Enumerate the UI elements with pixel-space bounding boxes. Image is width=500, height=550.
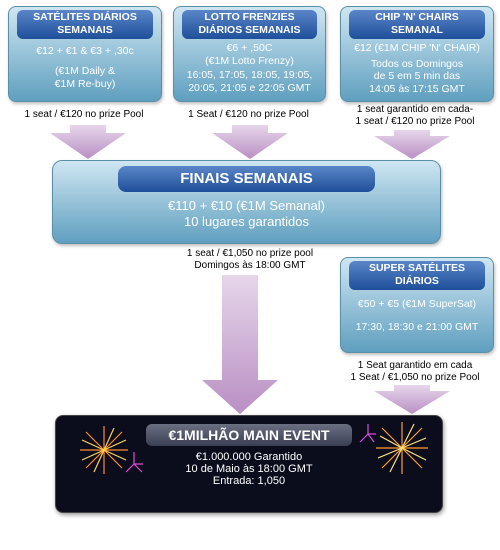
- finais-note-2: Domingos às 18:00 GMT: [194, 260, 306, 271]
- finais-line1: €110 + €10 (€1M Semanal): [168, 198, 325, 213]
- super-box: SUPER SATÉLITES DIÁRIOS €50 + €5 (€1M Su…: [340, 257, 494, 353]
- satelites-line3: €1M Re-buy): [54, 78, 116, 90]
- lotto-note: 1 Seat / €120 no prize Pool: [188, 109, 309, 120]
- chip-line2: Todos os Domingos: [370, 57, 464, 70]
- super-line2: 17:30, 18:30 e 21:00 GMT: [355, 321, 479, 333]
- finais-line2: 10 lugares garantidos: [183, 214, 310, 229]
- satelites-box: SATÉLITES DIÁRIOS SEMANAIS €12 + €1 & €3…: [8, 6, 162, 102]
- super-title: SUPER SATÉLITES DIÁRIOS: [349, 261, 485, 290]
- arrow-chip-to-finais: [374, 130, 450, 159]
- firework-right-icon: [359, 422, 428, 474]
- lotto-line1: €6 + ,50C: [226, 42, 273, 54]
- satelites-line2: (€1M Daily &: [54, 65, 116, 77]
- chip-line3: de 5 em 5 min das: [373, 70, 461, 82]
- firework-left-icon: [80, 426, 143, 474]
- main-event-title: €1MILHÃO MAIN EVENT: [146, 424, 352, 446]
- chip-note-2: 1 seat / €120 no prize Pool: [355, 116, 475, 127]
- arrow-super-to-main: [374, 385, 450, 414]
- super-note-1: 1 Seat garantido em cada: [357, 360, 473, 371]
- chip-title: CHIP 'N' CHAIRS SEMANAL: [349, 10, 485, 39]
- super-line1: €50 + €5 (€1M SuperSat): [357, 298, 477, 310]
- main-event-line1: €1.000.000 Garantido: [195, 451, 303, 463]
- lotto-box: LOTTO FRENZIES DIÁRIOS SEMANAIS €6 + ,50…: [173, 6, 326, 102]
- satelites-line1: €12 + €1 & €3 + ,30c: [36, 45, 134, 57]
- lotto-title: LOTTO FRENZIES DIÁRIOS SEMANAIS: [182, 10, 317, 39]
- main-event-line3: Entrada: 1,050: [212, 475, 286, 487]
- finais-box: FINAIS SEMANAIS €110 + €10 (€1M Semanal)…: [52, 160, 441, 244]
- main-event-box: €1MILHÃO MAIN EVENT €1.000.000 Garantido…: [55, 415, 443, 513]
- chip-line4: 14:05 às 17:15 GMT: [369, 82, 465, 95]
- main-event-line2: 10 de Maio às 18:00 GMT: [185, 463, 313, 475]
- finais-note-1: 1 seat / €1,050 no prize pool: [186, 248, 314, 259]
- arrow-lotto-to-finais: [212, 125, 288, 159]
- lotto-line2: (€1M Lotto Frenzy): [205, 54, 294, 67]
- satelites-note: 1 seat / €120 no prize Pool: [24, 109, 144, 120]
- arrow-finais-to-main: [202, 275, 278, 414]
- arrow-satelites-to-finais: [50, 125, 126, 159]
- chip-box: CHIP 'N' CHAIRS SEMANAL €12 (€1M CHIP 'N…: [340, 6, 494, 102]
- finais-title: FINAIS SEMANAIS: [118, 166, 375, 192]
- super-note-2: 1 Seat / €1,050 no prize Pool: [350, 372, 480, 383]
- chip-line1: €12 (€1M CHIP 'N' CHAIR): [354, 42, 480, 54]
- lotto-line4: 20:05, 21:05 e 22:05 GMT: [188, 81, 311, 94]
- chip-note-1: 1 seat garantido em cada-: [356, 104, 474, 115]
- satelites-title: SATÉLITES DIÁRIOS SEMANAIS: [17, 10, 153, 39]
- lotto-line3: 16:05, 17:05, 18:05, 19:05,: [186, 69, 313, 81]
